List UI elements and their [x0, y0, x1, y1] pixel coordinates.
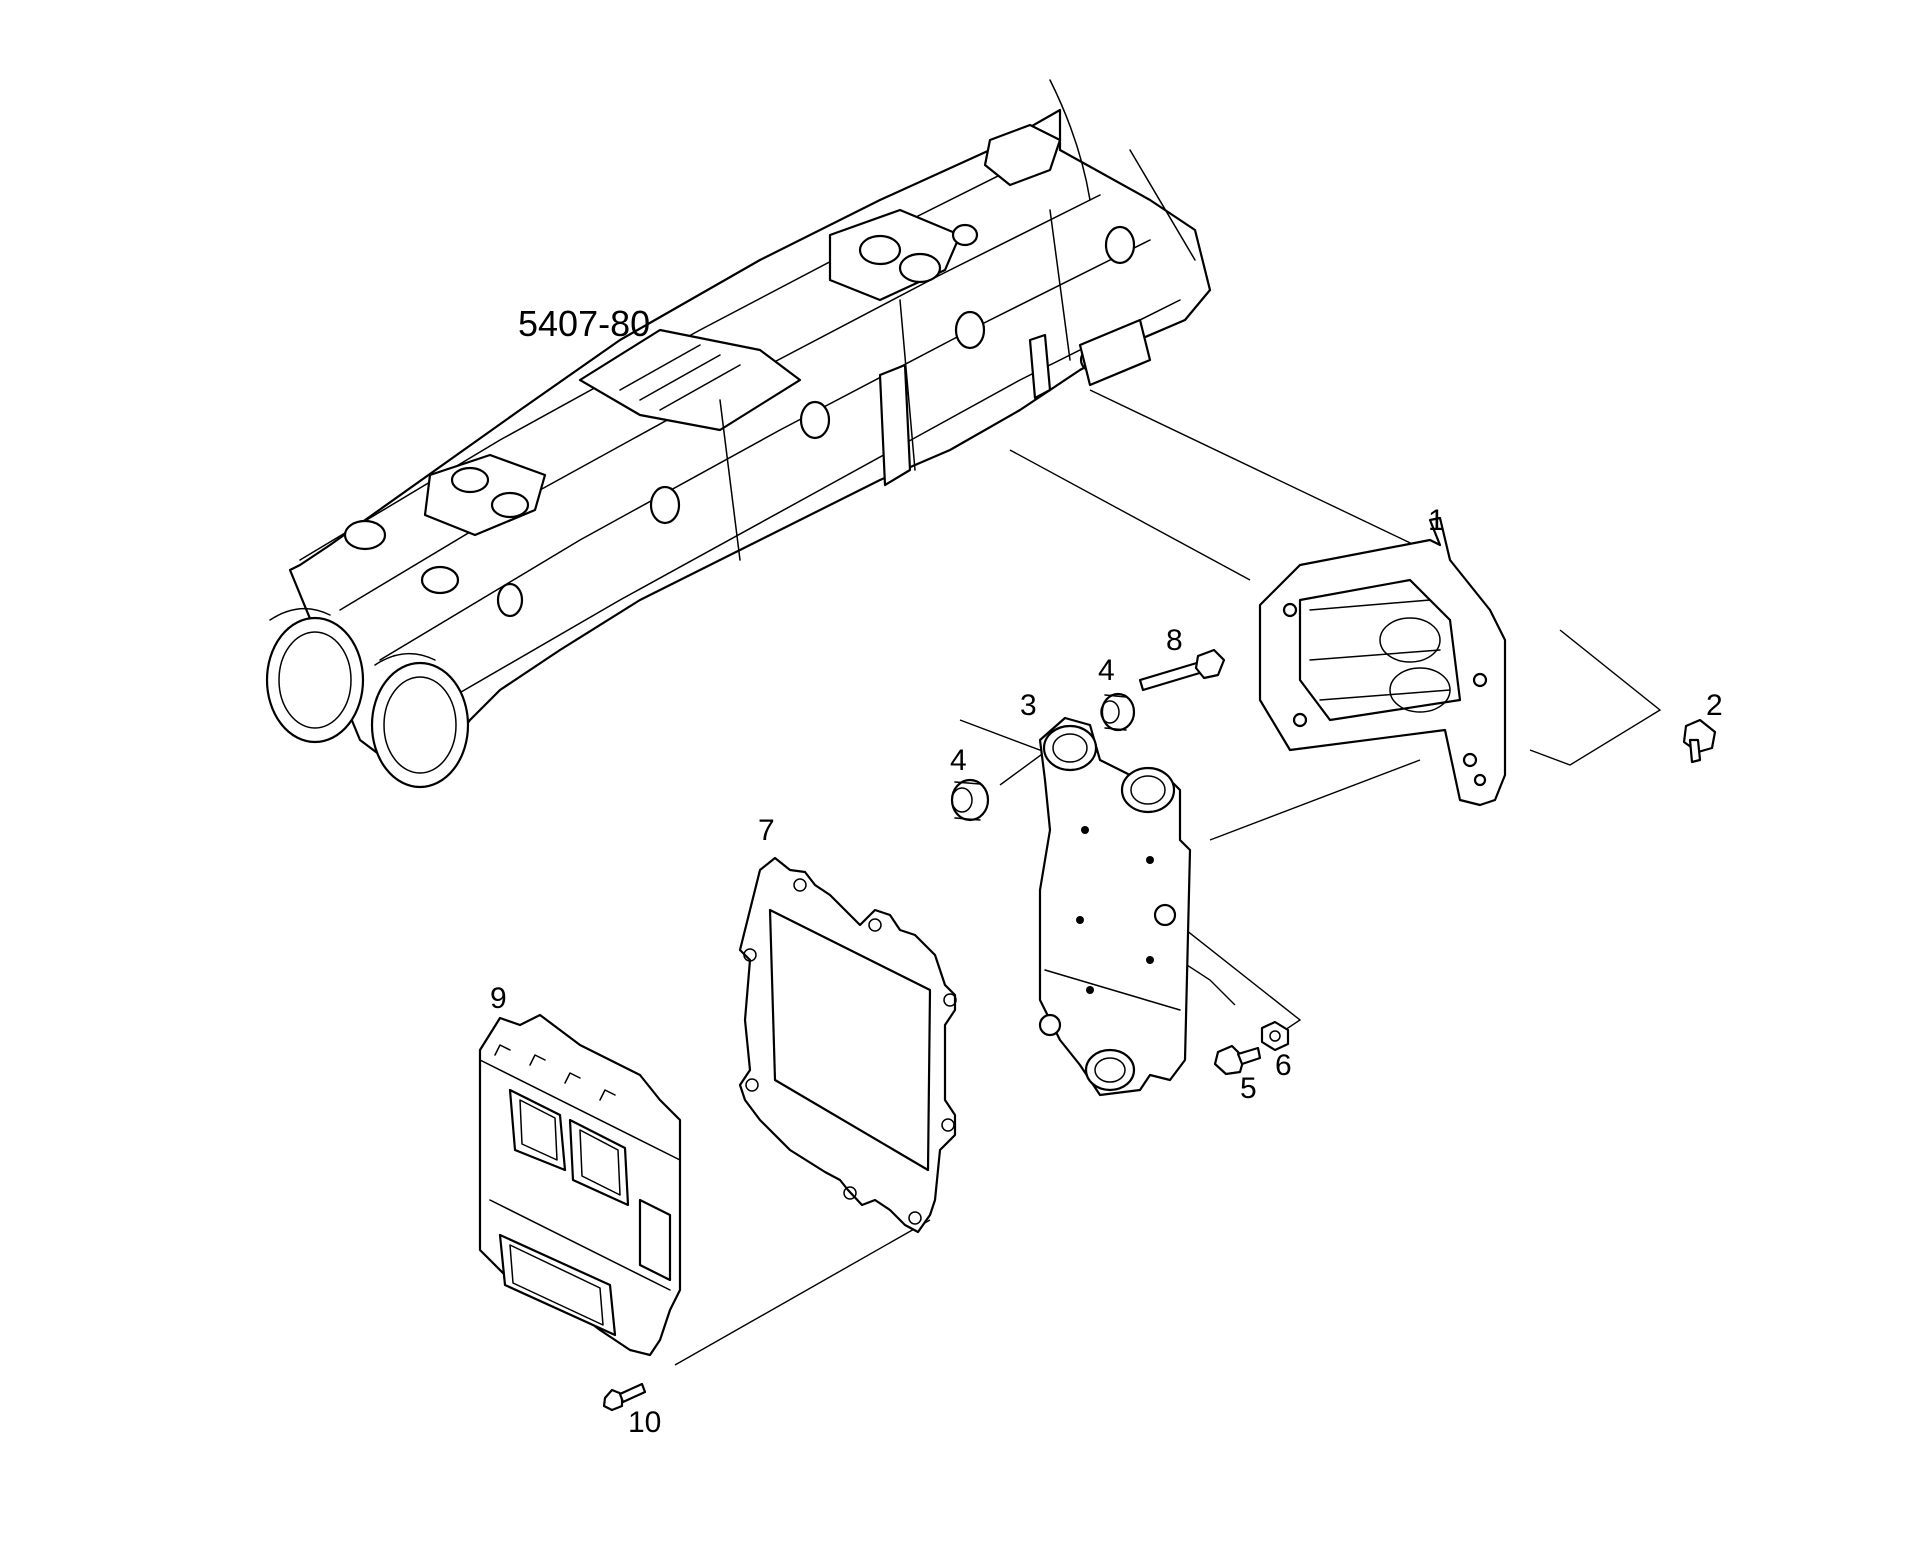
frame-housing	[265, 79, 1212, 789]
assembly-ref-label: 5407-80	[518, 303, 650, 344]
part-5-bolt	[1213, 1044, 1262, 1076]
callout-labels: 1 2 3 4 4 5 6 7 8 9 10	[490, 504, 1723, 1439]
callout-4-lower: 4	[950, 744, 967, 777]
callout-5: 5	[1240, 1072, 1257, 1105]
callout-4-upper: 4	[1098, 654, 1115, 687]
part-4-bushing-lower	[950, 778, 990, 822]
part-6-nut	[1260, 1020, 1290, 1052]
part-1-mounting-plate	[1258, 516, 1507, 807]
callout-2: 2	[1706, 689, 1723, 722]
part-10-screw	[602, 1382, 647, 1412]
part-7-gasket-frame	[738, 856, 957, 1234]
callout-10: 10	[628, 1406, 661, 1439]
part-3-bracket-plate	[1038, 716, 1192, 1097]
part-8-bolt	[1138, 648, 1226, 692]
callout-3: 3	[1020, 689, 1037, 722]
callout-8: 8	[1166, 624, 1183, 657]
part-9-control-unit	[478, 1013, 682, 1357]
part-2-bolt	[1682, 718, 1717, 764]
callout-7: 7	[758, 814, 775, 847]
callout-9: 9	[490, 982, 507, 1015]
callout-6: 6	[1275, 1049, 1292, 1082]
part-4-bushing-upper	[1100, 692, 1136, 732]
callout-1: 1	[1428, 504, 1445, 537]
